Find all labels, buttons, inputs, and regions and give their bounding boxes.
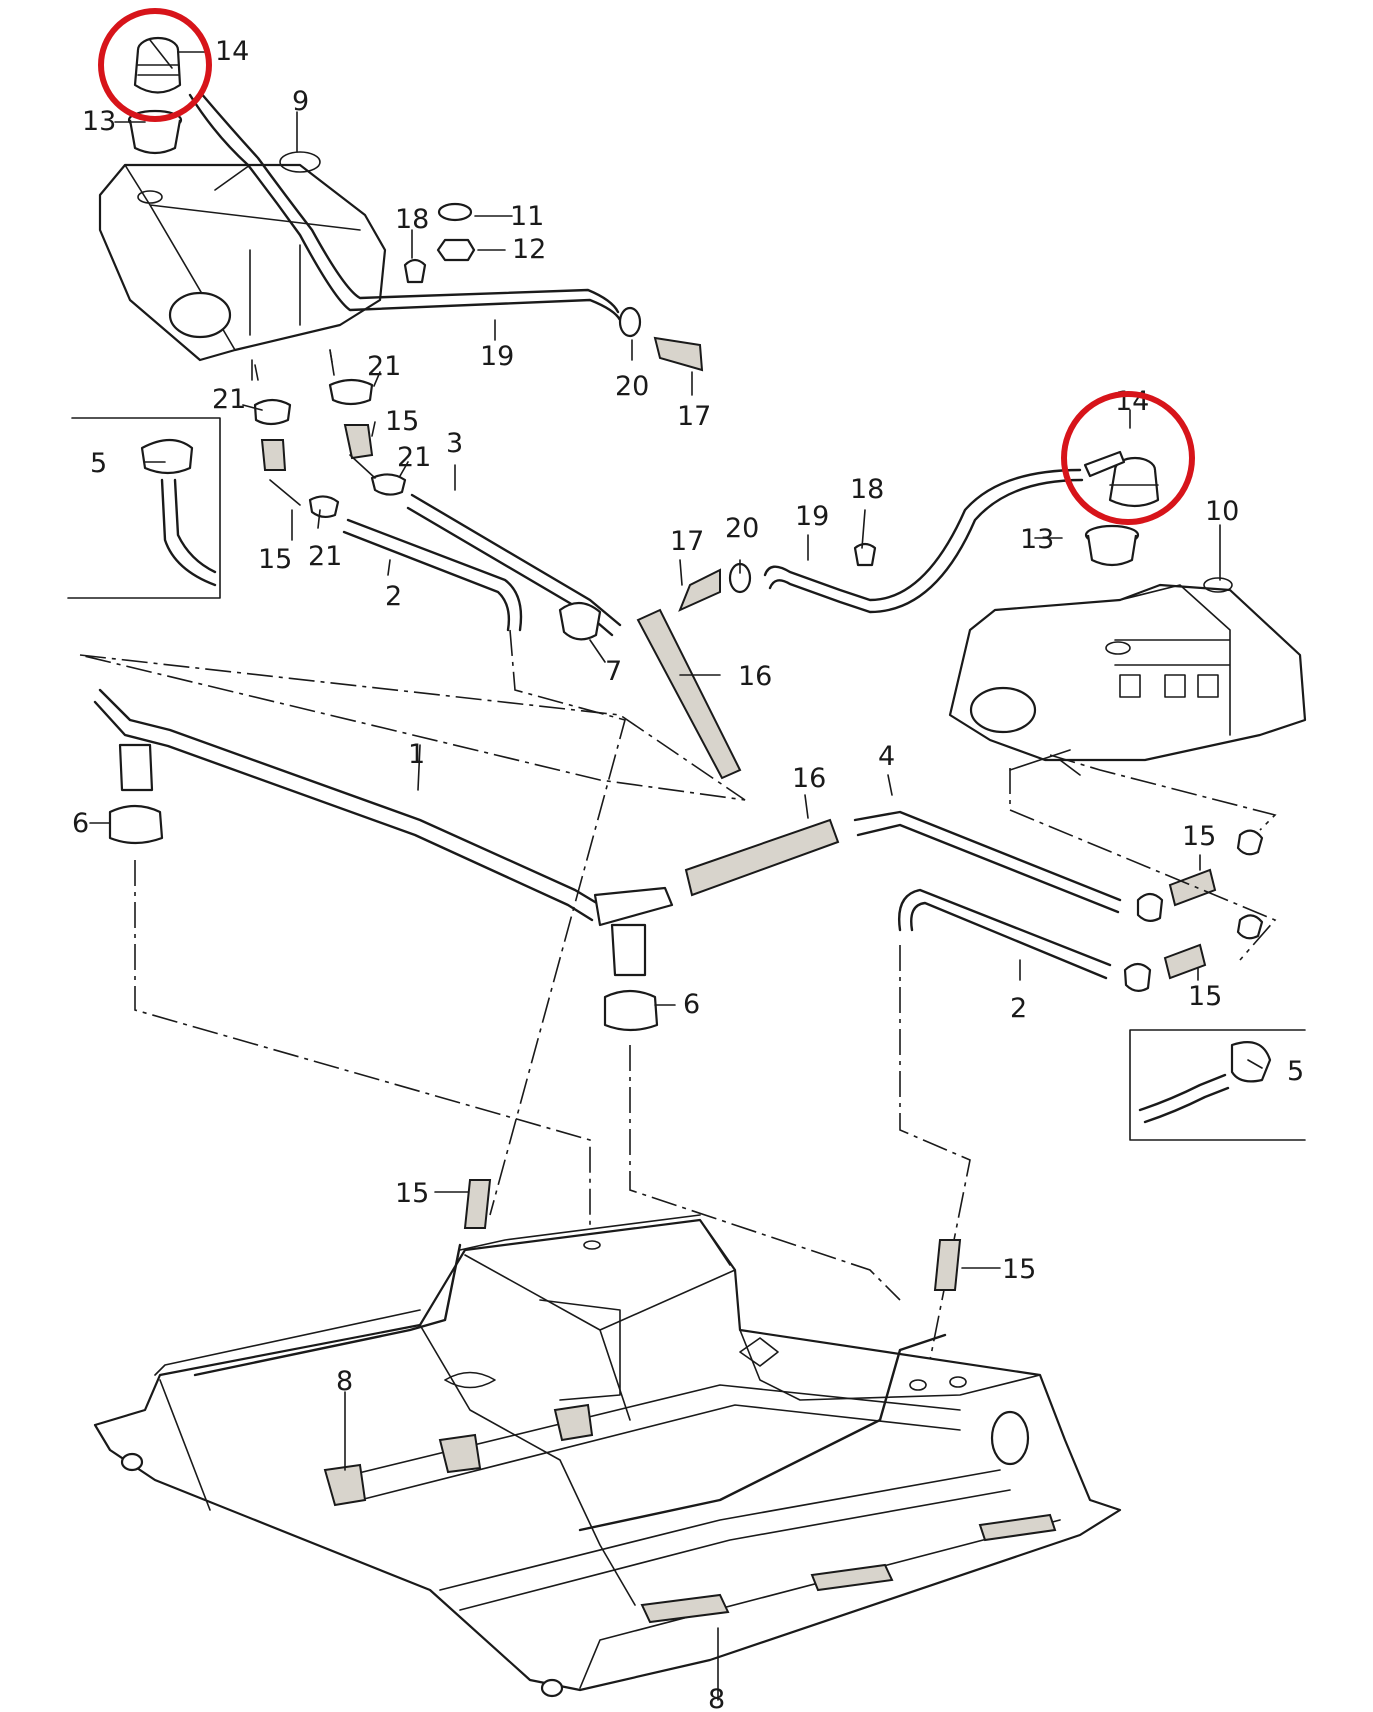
callout-6: 6 (72, 808, 89, 839)
pad-8-f (978, 1513, 1057, 1542)
callout-10: 10 (1205, 496, 1239, 527)
callout-21: 21 (397, 442, 431, 473)
pad-8-a (323, 1463, 367, 1507)
hose-16-a (636, 608, 742, 780)
hose-15-d (1163, 943, 1207, 980)
clamp-7 (558, 601, 602, 641)
callout-5: 5 (1287, 1056, 1304, 1087)
callout-16: 16 (792, 763, 826, 794)
callout-14: 14 (1115, 386, 1149, 417)
callout-12: 12 (512, 234, 546, 265)
t-piece-left (118, 743, 154, 792)
callout-1: 1 (408, 739, 425, 770)
callout-15: 15 (1182, 821, 1216, 852)
hose-15-c (1168, 868, 1217, 907)
t-piece-right (593, 886, 674, 927)
callout-15: 15 (258, 544, 292, 575)
callout-15: 15 (1188, 981, 1222, 1012)
clamp-20-left (618, 306, 642, 338)
hose-16-b (684, 818, 840, 897)
highlight-circle-right (1061, 391, 1195, 525)
callout-17: 17 (670, 526, 704, 557)
callout-21: 21 (308, 541, 342, 572)
grommet-6-right (603, 989, 659, 1032)
callout-13: 13 (82, 106, 116, 137)
inset-left (67, 417, 221, 599)
callout-11: 11 (510, 201, 544, 232)
grommet-right (1084, 524, 1140, 567)
pad-8-d (640, 1593, 730, 1624)
clamp-21-c (370, 473, 407, 496)
pad-8-e (810, 1563, 894, 1592)
callout-8: 8 (336, 1366, 353, 1397)
callout-18: 18 (850, 474, 884, 505)
callout-8: 8 (708, 1684, 725, 1712)
pad-8-b (438, 1433, 482, 1474)
callout-2: 2 (1010, 993, 1027, 1024)
highlight-circle-left (98, 8, 212, 122)
vent-valve-left (133, 36, 182, 94)
callout-15: 15 (385, 406, 419, 437)
grommet-6-left (108, 804, 164, 845)
fuel-tank (93, 1214, 1122, 1698)
callout-9: 9 (292, 86, 309, 117)
vent-valve-right (1083, 450, 1160, 508)
nut (436, 238, 476, 262)
callout-15: 15 (395, 1178, 429, 1209)
hose-clip-left (403, 258, 427, 284)
expansion-tank-left (98, 151, 387, 381)
clamp-21-b (253, 398, 292, 426)
callout-2: 2 (385, 581, 402, 612)
hose-15-f (933, 1239, 962, 1291)
callout-18: 18 (395, 204, 429, 235)
callout-14: 14 (215, 36, 249, 67)
callout-19: 19 (480, 341, 514, 372)
callout-labels: 14 13 9 11 12 18 19 20 17 21 21 15 21 3 … (72, 36, 1304, 1712)
callout-21: 21 (367, 351, 401, 382)
hose-15-a (343, 424, 374, 460)
inset-right (1129, 1029, 1306, 1141)
pad-8-c (553, 1403, 594, 1442)
expansion-tank-right (948, 577, 1307, 776)
callout-5: 5 (90, 448, 107, 479)
callout-4: 4 (878, 741, 895, 772)
callout-15: 15 (1002, 1254, 1036, 1285)
callout-7: 7 (605, 656, 622, 687)
callout-19: 19 (795, 501, 829, 532)
callout-16: 16 (738, 661, 772, 692)
callout-20: 20 (615, 371, 649, 402)
clamp-21-a (328, 378, 374, 406)
washer (437, 202, 473, 222)
callout-6: 6 (683, 989, 700, 1020)
strainer-17-right (678, 568, 721, 612)
hose-15-e (463, 1179, 492, 1229)
hose-15-b (260, 439, 287, 471)
strainer-17-left (653, 336, 704, 372)
callout-21: 21 (212, 384, 246, 415)
callout-20: 20 (725, 513, 759, 544)
hose-clip-right (853, 542, 877, 567)
callout-17: 17 (677, 401, 711, 432)
clamp-21-d (308, 495, 340, 519)
callout-13: 13 (1020, 524, 1054, 555)
callout-3: 3 (446, 428, 463, 459)
